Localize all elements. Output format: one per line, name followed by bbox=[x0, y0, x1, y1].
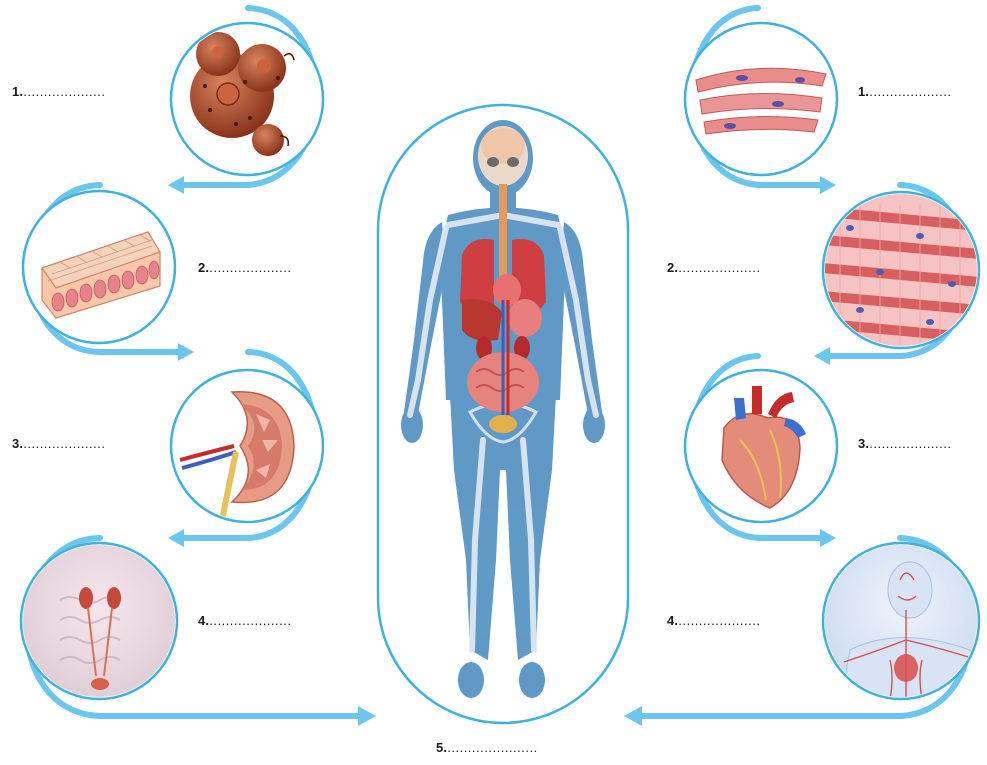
left-label-4-number: 4. bbox=[198, 613, 209, 628]
right-label-3-blank[interactable]: .................... bbox=[869, 436, 951, 451]
right-label-3-number: 3. bbox=[858, 436, 869, 451]
left-label-3-number: 3. bbox=[12, 436, 23, 451]
left-label-3-blank[interactable]: .................... bbox=[23, 436, 105, 451]
bottom-label-5-blank[interactable]: ...................... bbox=[447, 740, 537, 755]
left-label-4-blank[interactable]: .................... bbox=[209, 613, 291, 628]
left-label-1: 1..................... bbox=[12, 84, 106, 99]
left-label-2-blank[interactable]: .................... bbox=[209, 260, 291, 275]
right-label-2-blank[interactable]: .................... bbox=[678, 260, 760, 275]
right-label-1: 1..................... bbox=[858, 84, 952, 99]
left-label-1-number: 1. bbox=[12, 84, 23, 99]
cardiac-muscle-tissue-icon bbox=[820, 190, 985, 355]
right-label-4-number: 4. bbox=[667, 613, 678, 628]
left-label-2-number: 2. bbox=[198, 260, 209, 275]
heart-icon bbox=[685, 370, 837, 522]
right-label-2-number: 2. bbox=[667, 260, 678, 275]
left-label-2: 2..................... bbox=[198, 260, 292, 275]
bottom-label-5-number: 5. bbox=[436, 740, 447, 755]
kidney-icon bbox=[171, 370, 323, 522]
left-label-4: 4..................... bbox=[198, 613, 292, 628]
left-label-3: 3..................... bbox=[12, 436, 106, 451]
right-label-3: 3..................... bbox=[858, 436, 952, 451]
right-label-1-blank[interactable]: .................... bbox=[869, 84, 951, 99]
cells-icon bbox=[171, 23, 323, 175]
right-label-4-blank[interactable]: .................... bbox=[678, 613, 760, 628]
right-label-2: 2..................... bbox=[667, 260, 761, 275]
epithelial-tissue-icon bbox=[23, 191, 175, 343]
left-label-1-blank[interactable]: .................... bbox=[23, 84, 105, 99]
right-label-4: 4..................... bbox=[667, 613, 761, 628]
muscle-cells-icon bbox=[685, 23, 837, 175]
bottom-label-5: 5....................... bbox=[436, 740, 538, 755]
right-label-1-number: 1. bbox=[858, 84, 869, 99]
